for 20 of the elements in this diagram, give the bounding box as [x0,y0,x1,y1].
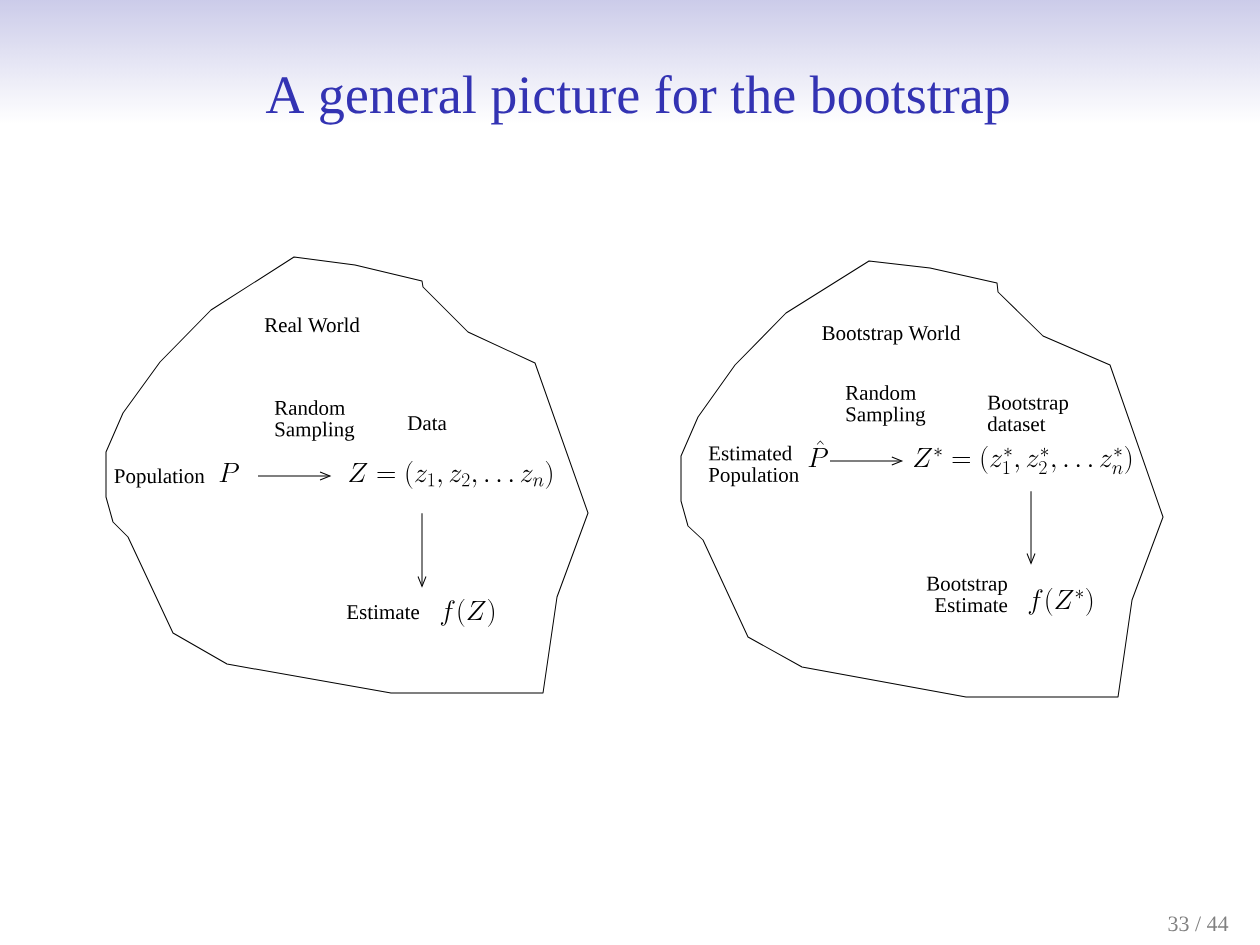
math-formula: $Z = (z_1, z_2, \ldots z_n)$ [349,461,552,489]
slide-title: A general picture for the bootstrap [265,75,1009,125]
node-label: Data [407,416,447,431]
edge-label: Random Sampling [274,400,355,441]
arrow [1026,490,1036,564]
node-label: Estimated Population [708,445,799,487]
page-number: 33 / 44 [1168,916,1229,932]
arrow [257,471,331,481]
math-formula: $Z^* = (z_1^*, z_2^*, \ldots z_n^*)$ [913,446,1132,475]
arrow [829,456,903,466]
node-label: Population [114,468,205,488]
math-formula: $f(Z)$ [440,599,494,627]
edge-label: Random Sampling [845,385,926,426]
node-label: Bootstrap Estimate [926,576,1008,613]
arrow [417,512,427,587]
math-formula: $P$ [219,462,239,482]
math-formula: $\hat{P}$ [808,440,828,467]
node-label: Bootstrap dataset [987,395,1069,432]
node-label: Estimate [346,605,420,620]
math-formula: $f(Z^*)$ [1028,588,1093,616]
